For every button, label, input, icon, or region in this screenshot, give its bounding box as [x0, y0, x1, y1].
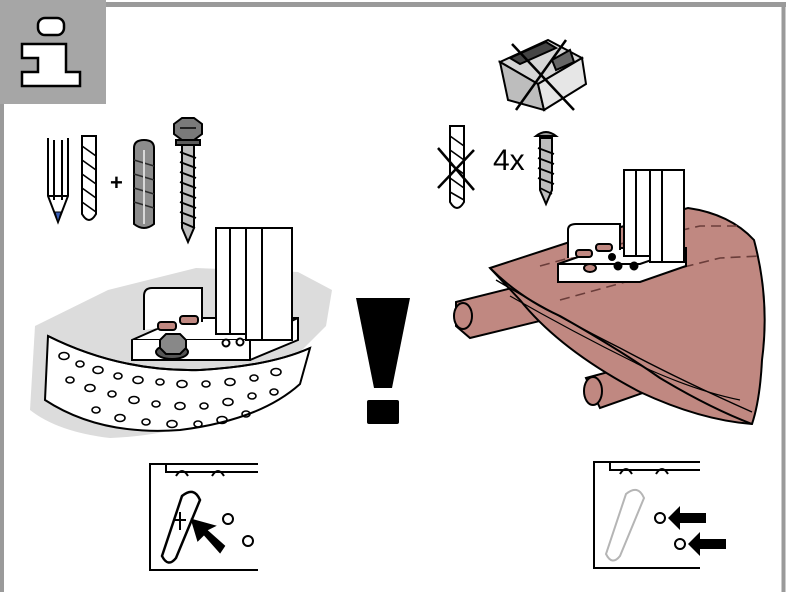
- screw-quantity-label: 4x: [493, 144, 525, 177]
- info-badge: [0, 0, 106, 104]
- fence-posts: [216, 228, 292, 340]
- wall-plug-icon: [134, 140, 154, 228]
- fence-posts: [624, 170, 684, 262]
- plus-sign: +: [110, 170, 123, 195]
